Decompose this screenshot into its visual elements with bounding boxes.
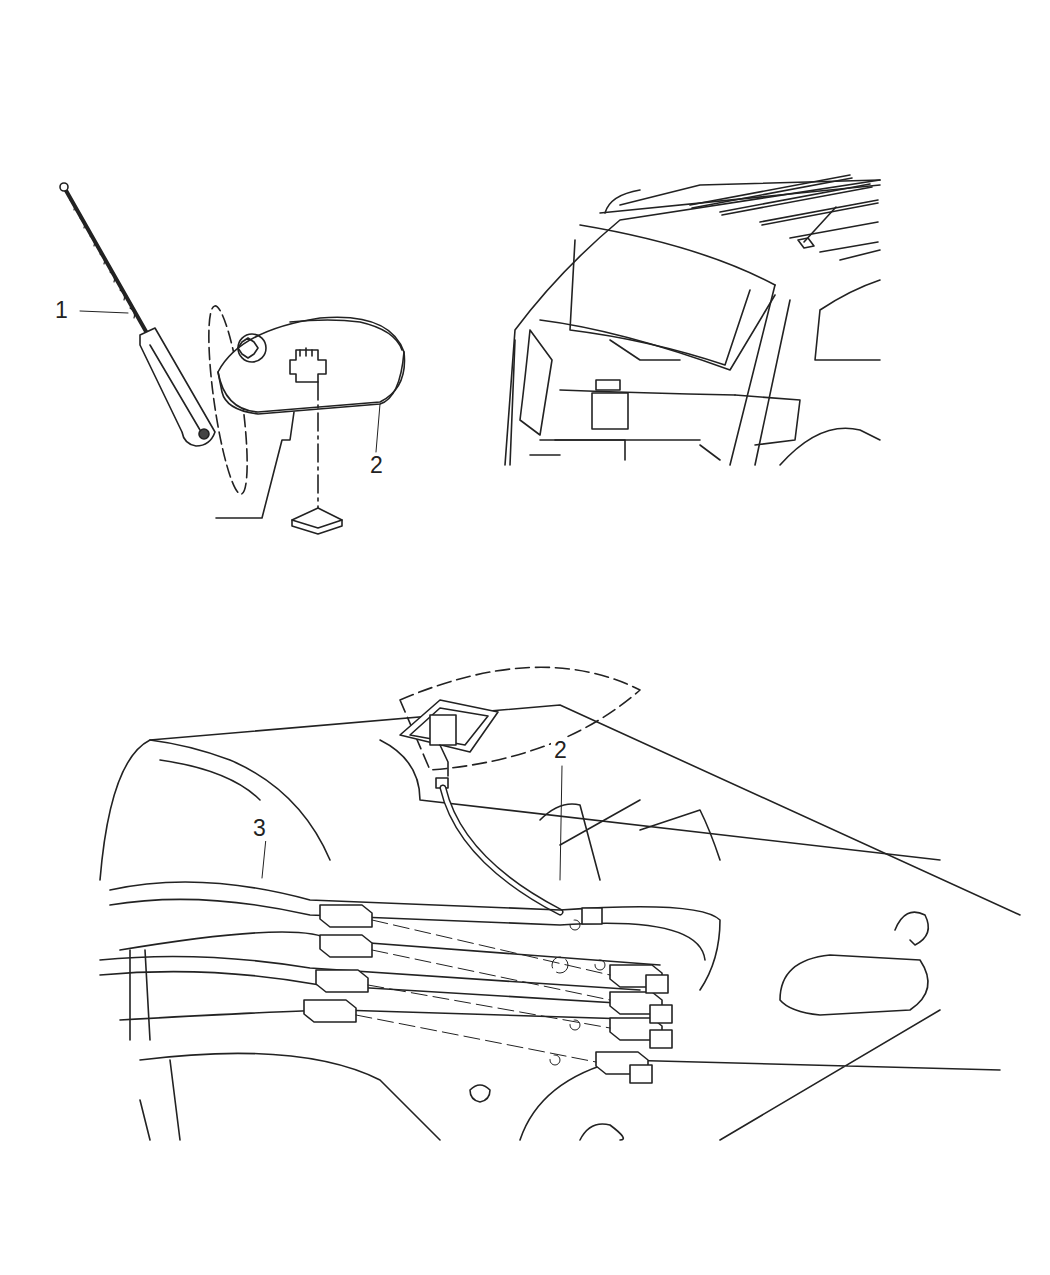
vehicle-rear-view <box>505 175 880 465</box>
callout-number: 2 <box>367 453 386 478</box>
dashed-guides <box>356 920 610 1065</box>
body-panel <box>100 667 1020 1140</box>
callout-number: 1 <box>52 298 71 323</box>
cable-connectors <box>304 905 672 1083</box>
antenna-base <box>216 317 405 534</box>
callout-number: 3 <box>250 816 269 841</box>
callout-number: 2 <box>551 738 570 763</box>
antenna-mast <box>60 183 215 446</box>
